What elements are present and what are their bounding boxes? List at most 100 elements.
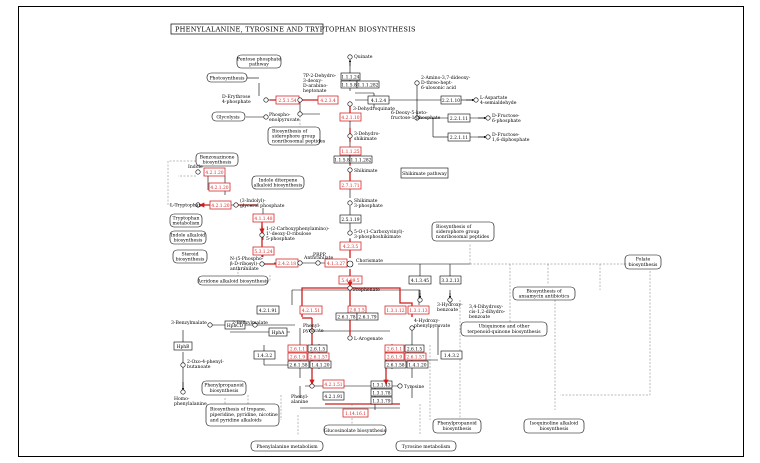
enzyme-4.2.1.20-a[interactable]: 4.2.1.20: [203, 167, 226, 177]
enzyme-2.6.1.57-b[interactable]: 2.6.1.57: [404, 352, 427, 361]
map-ansamycin[interactable]: Biosynthesis of ansamycin antibiotics: [512, 286, 576, 301]
node-epsp[interactable]: [347, 230, 353, 236]
map-siderophore-1[interactable]: Biosynthesis of siderophore group nonrib…: [267, 126, 326, 146]
enzyme-2.6.1.1-b[interactable]: 2.6.1.1: [384, 344, 405, 353]
enzyme-2.2.1.11-a[interactable]: 2.2.1.11: [447, 113, 471, 123]
enzyme-1.3.1.78[interactable]: 1.3.1.78: [370, 388, 393, 397]
node-benzylmalate[interactable]: [207, 322, 213, 328]
enzyme-2.4.2.18[interactable]: 2.4.2.18: [275, 258, 299, 268]
enzyme-1.14.16.1[interactable]: 1.14.16.1: [342, 408, 369, 418]
node-erythrose[interactable]: [263, 97, 269, 103]
node-chorismate[interactable]: [346, 260, 354, 268]
enzyme-2.6.1.58-a[interactable]: 2.6.1.58: [287, 360, 310, 369]
map-indole-diterpene[interactable]: Indole diterpene alkaloid biosynthesis: [251, 175, 305, 190]
map-tropane[interactable]: Biosynthesis of tropane, piperidine, pyr…: [205, 403, 280, 427]
enzyme-1.1.1.282[interactable]: 1.1.1.282: [356, 80, 380, 89]
map-ubiquinone[interactable]: Ubiquinone and other terpenoid-quinone b…: [460, 321, 548, 337]
enzyme-2.6.1.78[interactable]: 2.6.1.78: [335, 312, 358, 321]
enzyme-4.1.1.48[interactable]: 4.1.1.48: [252, 213, 275, 223]
node-tyr[interactable]: [397, 383, 403, 389]
node-prephenate[interactable]: [347, 285, 353, 291]
enzyme-1.4.1.20-a[interactable]: 1.4.1.20: [309, 360, 332, 369]
enzyme-2.7.1.71[interactable]: 2.7.1.71: [339, 180, 362, 190]
node-aspartate-sa[interactable]: [473, 97, 479, 103]
map-glycolysis[interactable]: Glycolysis: [211, 111, 246, 122]
node-phenylpyruvate[interactable]: [309, 328, 315, 334]
node-anthranilate[interactable]: [297, 260, 303, 266]
enzyme-2.6.1.9-b[interactable]: 2.6.1.9: [384, 352, 405, 361]
enzyme-2.6.1.57-a[interactable]: 2.6.1.57: [307, 352, 330, 361]
node-prpp-junction[interactable]: [315, 260, 321, 266]
enzyme-2.6.1.9-a[interactable]: 2.6.1.9: [287, 352, 308, 361]
map-steroid[interactable]: Steroid biosynthesis: [172, 249, 208, 264]
enzyme-1.1.1.25[interactable]: 1.1.1.25: [339, 146, 362, 156]
map-acridone[interactable]: Acridone alkaloid biosynthesis: [196, 275, 269, 286]
enzyme-1.3.1.43[interactable]: 1.3.1.43: [370, 380, 393, 389]
enzyme-4.2.3.5[interactable]: 4.2.3.5: [339, 241, 362, 251]
enzyme-4.2.1.91[interactable]: 4.2.1.91: [256, 305, 280, 315]
node-dihydroxy[interactable]: [417, 297, 423, 303]
node-dehydroshik[interactable]: [347, 133, 353, 139]
map-folate[interactable]: Folate biosynthesis: [624, 254, 662, 270]
enzyme-2.6.1.79[interactable]: 2.6.1.79: [356, 312, 379, 321]
node-hpp[interactable]: [409, 325, 415, 331]
node-hydroxybenzoate[interactable]: [447, 297, 453, 303]
node-amino[interactable]: [414, 80, 420, 86]
enzyme-HphCD[interactable]: HphCD: [224, 320, 246, 330]
node-pep[interactable]: [263, 114, 269, 120]
enzyme-1.3.1.79[interactable]: 1.3.1.79: [370, 396, 393, 405]
node-shikimate[interactable]: [347, 167, 353, 173]
enzyme-1.4.3.2-b[interactable]: 1.4.3.2: [440, 350, 463, 360]
enzyme-1.4.1.20-b[interactable]: 1.4.1.20: [406, 360, 429, 369]
node-pep2[interactable]: [297, 111, 303, 117]
map-phenylalanine-metabolism[interactable]: Phenylalanine metabolism: [250, 440, 324, 452]
enzyme-2.6.1.1-a[interactable]: 2.6.1.1: [287, 344, 308, 353]
node-arogenate[interactable]: [347, 335, 353, 341]
node-homophe[interactable]: [180, 389, 186, 395]
enzyme-1.1.1.282-b[interactable]: 1.1.1.282: [349, 155, 373, 164]
map-pentose[interactable]: Pentose phosphate pathway: [236, 54, 282, 69]
map-siderophore-2[interactable]: Biosynthesis of siderophore group nonrib…: [431, 221, 495, 242]
node-dah7p[interactable]: [297, 97, 303, 103]
node-dehydroquinate[interactable]: [347, 101, 353, 107]
enzyme-3.3.2.13[interactable]: 3.3.2.13: [439, 275, 462, 285]
node-quinate[interactable]: [347, 54, 353, 60]
enzyme-2.6.1.5[interactable]: 2.6.1.5: [347, 305, 367, 314]
enzyme-HphA[interactable]: HphA: [268, 327, 288, 337]
node-cdrp[interactable]: [259, 232, 265, 238]
node-benzylmalate2[interactable]: [252, 322, 258, 328]
enzyme-1.1.5.8[interactable]: 1.1.5.8: [340, 80, 358, 89]
map-indole-alkaloid[interactable]: Indole alkaloid biosynthesis: [169, 230, 207, 245]
enzyme-2.5.1.54[interactable]: 2.5.1.54: [275, 95, 300, 105]
enzyme-4.2.1.20-c[interactable]: 4.2.1.20: [209, 200, 232, 210]
map-shikimate-pathway[interactable]: Shikimate pathway: [400, 167, 449, 179]
enzyme-2.5.1.19[interactable]: 2.5.1.19: [339, 214, 362, 224]
enzyme-2.2.1.11-b[interactable]: 2.2.1.11: [447, 132, 471, 142]
enzyme-4.2.1.51[interactable]: 4.2.1.51: [299, 305, 323, 315]
enzyme-2.6.1.58-b[interactable]: 2.6.1.58: [384, 360, 407, 369]
enzyme-1.3.1.12[interactable]: 1.3.1.12: [384, 305, 407, 315]
node-shikimate3p[interactable]: [347, 200, 353, 206]
enzyme-5.3.1.24[interactable]: 5.3.1.24: [252, 246, 275, 256]
node-prant[interactable]: [259, 261, 265, 267]
enzyme-4.1.2.4[interactable]: 4.1.2.4: [367, 95, 390, 105]
enzyme-1.4.3.2-a[interactable]: 1.4.3.2: [253, 350, 276, 360]
map-tyrosine-metabolism[interactable]: Tyrosine metabolism: [395, 440, 457, 452]
node-igp[interactable]: [233, 202, 239, 208]
enzyme-4.1.3.45[interactable]: 4.1.3.45: [408, 275, 432, 285]
enzyme-4.2.1.20-b[interactable]: 4.2.1.20: [208, 182, 231, 192]
node-indole[interactable]: [195, 169, 201, 175]
enzyme-1.1.1.24[interactable]: 1.1.1.24: [340, 72, 361, 81]
enzyme-4.2.1.10[interactable]: 4.2.1.10: [339, 112, 362, 122]
enzyme-4.2.1.91-b[interactable]: 4.2.1.91: [322, 391, 345, 401]
enzyme-4.2.1.51-b[interactable]: 4.2.1.51: [322, 379, 345, 389]
node-oxo-phenyl[interactable]: [180, 362, 186, 368]
map-tryptophan-metabolism[interactable]: Tryptophan metabolism: [169, 213, 203, 228]
map-isoquinoline[interactable]: Isoquinoline alkaloid biosynthesis: [523, 418, 585, 434]
node-deoxy-fruct[interactable]: [414, 115, 420, 121]
enzyme-1.1.5.8-b[interactable]: 1.1.5.8: [333, 155, 351, 164]
node-fructose6p[interactable]: [485, 115, 491, 121]
enzyme-2.6.1.5-b[interactable]: 2.6.1.5: [307, 344, 328, 353]
enzyme-2.2.1.10[interactable]: 2.2.1.10: [440, 95, 462, 105]
node-phe[interactable]: [309, 383, 315, 389]
